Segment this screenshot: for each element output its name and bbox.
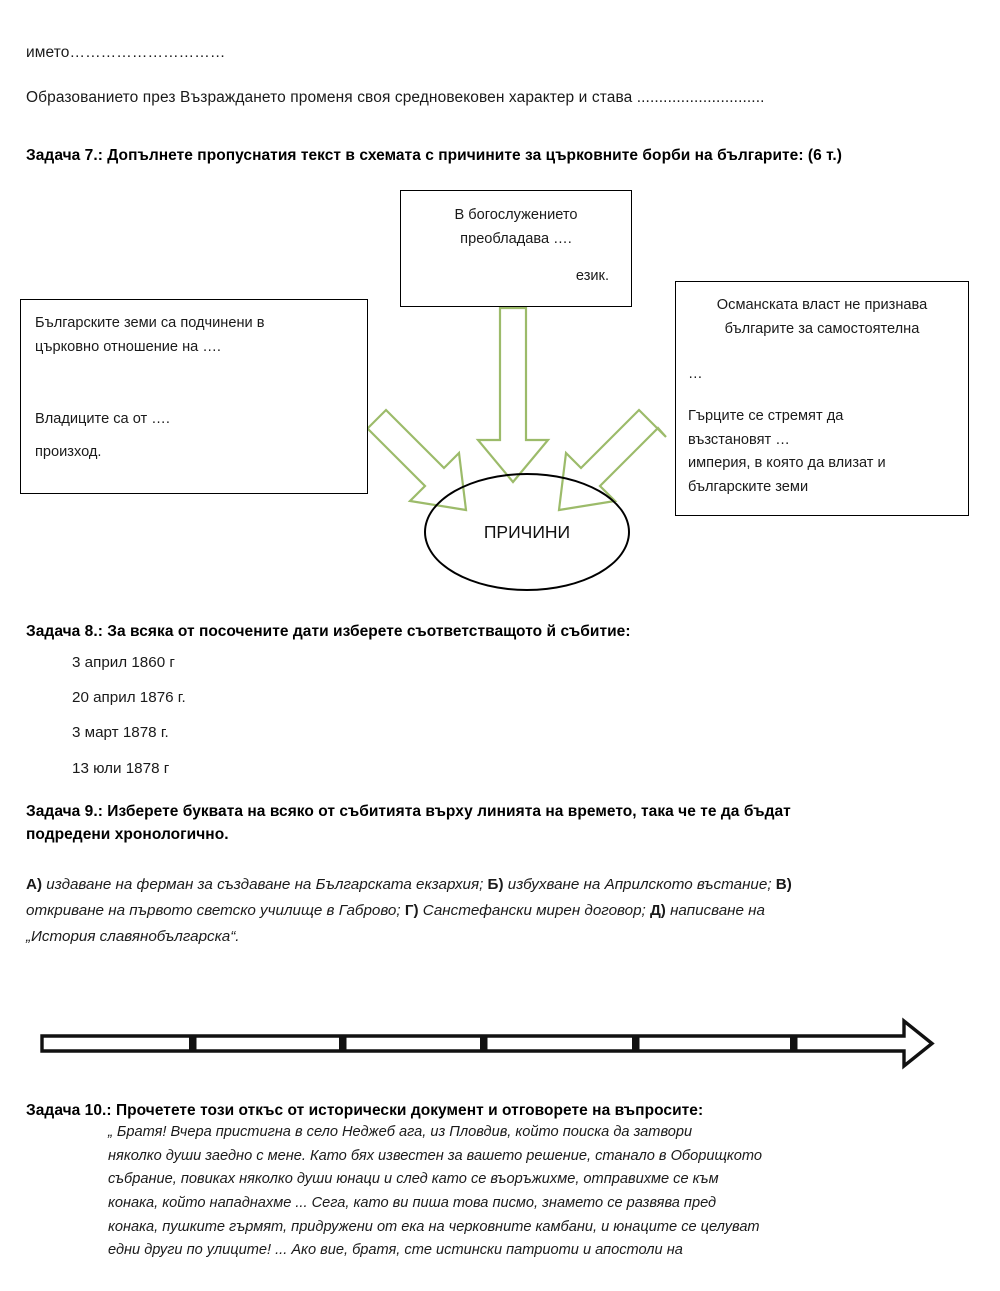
diagram-box-right-line2: българите за самостоятелна xyxy=(724,320,920,337)
diagram-box-top-line3: език. xyxy=(575,268,609,285)
task9-letter-b: Б) xyxy=(487,876,504,893)
diagram-center-ellipse: ПРИЧИНИ xyxy=(424,473,630,591)
task10-quote-line: събрание, повиках няколко души юнаци и с… xyxy=(108,1171,719,1188)
diagram-box-right-line1: Османската власт не признава xyxy=(716,297,928,313)
name-line: името………………………… xyxy=(26,44,226,61)
task8-date-item: 3 март 1878 г. xyxy=(72,724,169,742)
diagram-box-right-line6: империя, в която да влизат и xyxy=(688,455,886,472)
diagram-box-top-line1: В богослужението xyxy=(454,207,578,223)
diagram-box-right-line7: българските земи xyxy=(688,478,809,495)
diagram-center-label: ПРИЧИНИ xyxy=(483,521,571,542)
diagram-box-top-line2: преобладава …. xyxy=(460,230,572,247)
timeline-tick xyxy=(339,1036,347,1051)
diagram-box-right-line4: Гърците се стремят да xyxy=(688,407,844,424)
task9-option-g-text: Санстефански мирен договор; xyxy=(418,902,650,920)
task9-option-a-text: издаване на ферман за създаване на Бълга… xyxy=(42,876,488,893)
task9-options: А) издаване на ферман за създаване на Бъ… xyxy=(26,872,956,950)
task9-option-d-text: написване на xyxy=(665,902,765,920)
task9-heading-line2: подредени хронологично. xyxy=(26,826,229,843)
task8-date-item: 3 април 1860 г xyxy=(72,654,175,671)
task10-quote-line: едни други по улиците! ... Ако вие, брат… xyxy=(108,1242,683,1259)
timeline-tick xyxy=(189,1036,197,1051)
task8-heading: Задача 8.: За всяка от посочените дати и… xyxy=(26,623,631,640)
diagram-box-left: Българските земи са подчинени в църковно… xyxy=(20,299,368,494)
timeline-tick xyxy=(480,1036,488,1051)
task7-diagram: В богослужението преобладава …. език. Бъ… xyxy=(0,0,1000,600)
task10-quote-line: конака, пушките гърмят, придружени от ек… xyxy=(108,1218,760,1235)
task9-options-line1: А) издаване на ферман за създаване на Бъ… xyxy=(26,872,956,898)
diagram-box-left-line3: Владиците са от …. xyxy=(35,411,170,428)
diagram-box-right: Османската власт не признава българите з… xyxy=(675,281,969,516)
task8-date-item: 13 юли 1878 г xyxy=(72,759,170,777)
task9-letter-v: В) xyxy=(775,876,792,893)
task8-date-list: 3 април 1860 г 20 април 1876 г. 3 март 1… xyxy=(72,655,186,776)
diagram-box-right-line5: възстановят … xyxy=(688,431,790,448)
diagram-box-left-line4: произход. xyxy=(35,443,102,460)
timeline-tick xyxy=(632,1036,640,1051)
task8-date-item: 20 април 1876 г. xyxy=(72,689,186,707)
diagram-box-left-line2: църковно отношение на …. xyxy=(35,338,221,355)
task9-option-b-text: избухване на Априлското въстание; xyxy=(503,876,776,893)
task9-options-line2: откриване на първото светско училище в Г… xyxy=(26,898,956,924)
intro-sentence: Образованието през Възраждането променя … xyxy=(26,89,765,106)
task10-quote-line: конака, който нападнахме ... Сега, като … xyxy=(108,1194,717,1211)
diagram-box-right-line3: … xyxy=(688,366,703,383)
task10-quote-line: „ Братя! Вчера пристигна в село Неджеб а… xyxy=(108,1124,693,1140)
task9-heading-line1: Задача 9.: Изберете буквата на всяко от … xyxy=(26,803,791,820)
task9-options-line3: „История славянобългарска“. xyxy=(26,928,240,946)
task10-quote-line: няколко души заедно с мене. Като бях изв… xyxy=(108,1147,763,1164)
task9-letter-g: Г) xyxy=(404,902,419,920)
task9-timeline xyxy=(40,1017,935,1070)
arrow-top-icon xyxy=(475,306,551,484)
task10-heading: Задача 10.: Прочетете този откъс от исто… xyxy=(26,1102,704,1119)
timeline-tick xyxy=(790,1036,798,1051)
task7-heading: Задача 7.: Допълнете пропуснатия текст в… xyxy=(26,147,842,164)
task9-option-v-text: откриване на първото светско училище в Г… xyxy=(26,902,405,920)
task9-letter-a: А) xyxy=(26,876,43,893)
diagram-box-top: В богослужението преобладава …. език. xyxy=(400,190,632,307)
task9-letter-d: Д) xyxy=(649,902,666,920)
diagram-box-left-line1: Българските земи са подчинени в xyxy=(35,315,265,331)
task10-quote: „ Братя! Вчера пристигна в село Неджеб а… xyxy=(108,1121,968,1263)
